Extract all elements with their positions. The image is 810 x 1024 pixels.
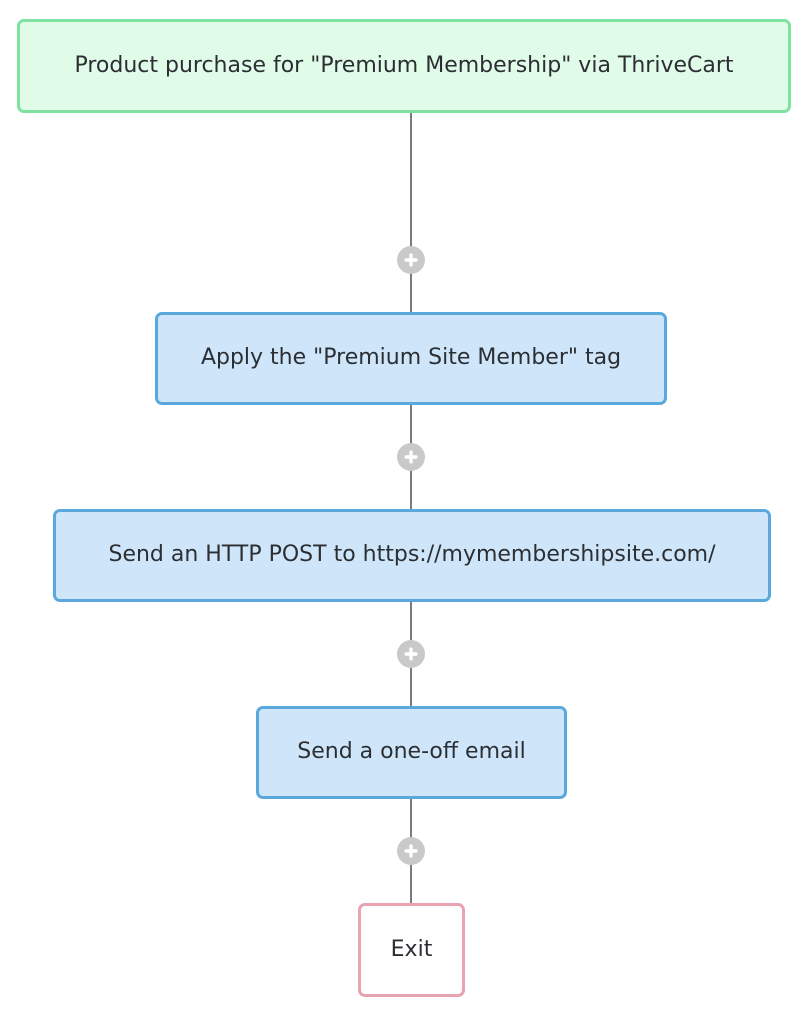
action-node-apply-tag[interactable]: Apply the "Premium Site Member" tag bbox=[155, 312, 667, 405]
add-step-button[interactable] bbox=[397, 443, 425, 471]
exit-node[interactable]: Exit bbox=[358, 903, 465, 997]
plus-icon bbox=[404, 253, 418, 267]
action-node-http-post[interactable]: Send an HTTP POST to https://mymembershi… bbox=[53, 509, 771, 602]
add-step-button[interactable] bbox=[397, 837, 425, 865]
exit-label: Exit bbox=[390, 936, 433, 962]
add-step-button[interactable] bbox=[397, 246, 425, 274]
trigger-label: Product purchase for "Premium Membership… bbox=[74, 52, 734, 78]
action-label: Send a one-off email bbox=[297, 739, 526, 765]
plus-icon bbox=[404, 450, 418, 464]
trigger-node[interactable]: Product purchase for "Premium Membership… bbox=[17, 19, 791, 113]
plus-icon bbox=[404, 647, 418, 661]
action-label: Send an HTTP POST to https://mymembershi… bbox=[108, 542, 716, 568]
plus-icon bbox=[404, 844, 418, 858]
action-node-send-email[interactable]: Send a one-off email bbox=[256, 706, 567, 799]
action-label: Apply the "Premium Site Member" tag bbox=[200, 345, 622, 371]
connector-line bbox=[410, 112, 412, 314]
add-step-button[interactable] bbox=[397, 640, 425, 668]
